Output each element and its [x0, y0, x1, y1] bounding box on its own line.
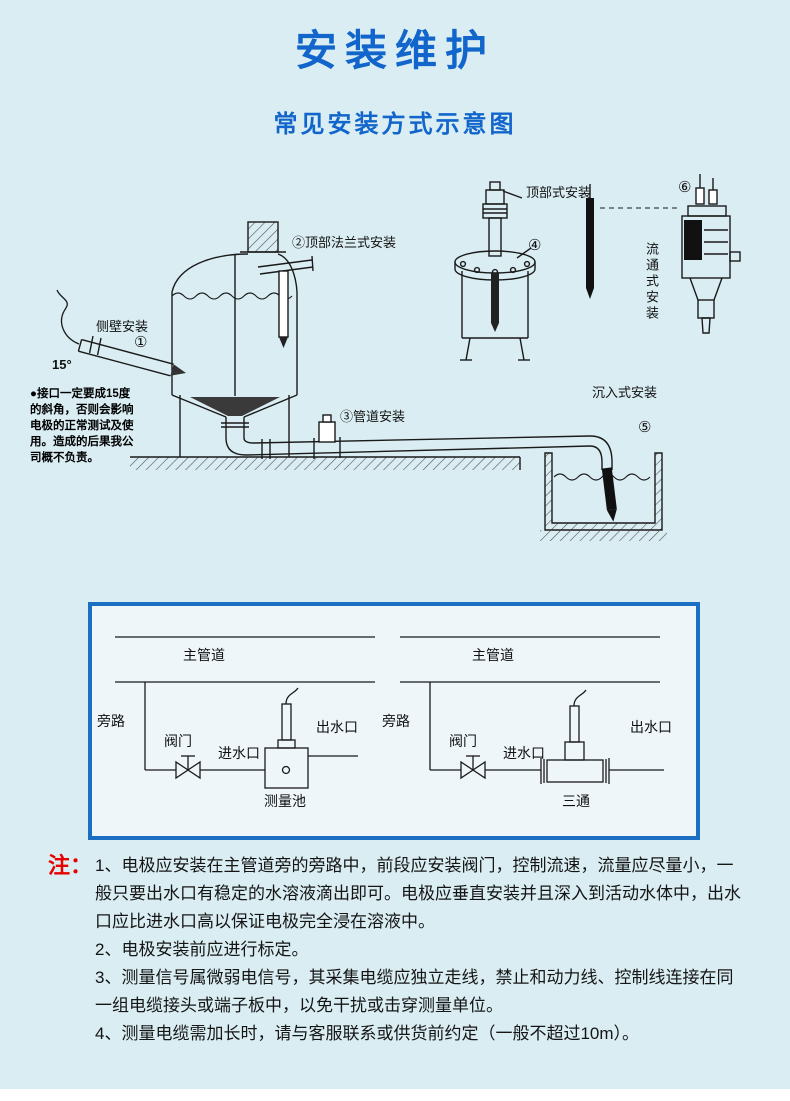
label-tee-joint: 三通 [562, 793, 590, 809]
installation-methods-diagram: 侧壁安装 ① 15° ②顶部法兰式安装 ③管道安装 顶部式安装 ④ 沉入式安装 … [0, 170, 790, 590]
note-item-4: 4、测量电缆需加长时，请与客服联系或供货前约定（一般不超过10m）。 [95, 1024, 640, 1043]
label-measuring-pool: 测量池 [264, 793, 306, 809]
side-wall-electrode [56, 289, 186, 377]
schematic-tee [400, 636, 664, 784]
label-flow-cell-install: 流通式安装 [644, 242, 659, 322]
note-item-3: 3、测量信号属微弱电信号，其采集电缆应独立走线，禁止和动力线、控制线连接在同一组… [95, 968, 734, 1015]
pipeline-run [221, 417, 613, 470]
label-inlet-left: 进水口 [218, 745, 260, 761]
label-bypass-left: 旁路 [97, 713, 125, 729]
angle-warning-note: ●接口一定要成15度的斜角，否则会影响电极的正常测试及使用。造成的后果我公司概不… [30, 388, 134, 465]
schematic-measuring-vessel [115, 636, 375, 789]
pipeline-electrode-fitting [318, 414, 336, 443]
notes-heading: 注： [48, 853, 93, 878]
label-inlet-right: 进水口 [503, 745, 545, 761]
label-15-degree-angle: 15° [52, 357, 72, 372]
top-mount-vessel [454, 181, 536, 361]
submersion-pool [540, 452, 667, 541]
badge-number-6: ⑥ [678, 179, 692, 196]
label-outlet-left: 出水口 [316, 719, 358, 735]
label-top-mount-install: 顶部式安装 [526, 185, 592, 200]
label-bypass-right: 旁路 [382, 713, 410, 729]
ground-hatching [130, 456, 521, 470]
label-main-pipe-left: 主管道 [183, 647, 225, 663]
badge-number-4: ④ [528, 237, 542, 254]
note-item-2: 2、电极安装前应进行标定。 [95, 940, 309, 959]
badge-number-1: ① [134, 334, 148, 351]
label-submersible-install: 沉入式安装 [592, 385, 658, 400]
label-valve-left: 阀门 [164, 733, 192, 749]
top-flange-electrode [257, 255, 314, 348]
label-outlet-right: 出水口 [630, 719, 672, 735]
installation-notes: 注： 1、电极应安装在主管道旁的旁路中，前段应安装阀门，控制流速，流量应尽量小，… [48, 852, 754, 1048]
note-item-1: 1、电极应安装在主管道旁的旁路中，前段应安装阀门，控制流速，流量应尽量小，一般只… [95, 856, 741, 931]
hanging-electrode [586, 184, 594, 299]
label-main-pipe-right: 主管道 [472, 647, 514, 663]
label-top-flange-install: ②顶部法兰式安装 [292, 235, 397, 250]
piping-schematics-art [115, 636, 664, 789]
piping-schematics-box: 主管道 旁路 阀门 进水口 出水口 测量池 主管道 旁路 阀门 进水口 出水口 … [88, 602, 700, 840]
label-pipeline-install: ③管道安装 [340, 409, 406, 424]
page-subtitle: 常见安装方式示意图 [273, 111, 517, 138]
badge-number-5: ⑤ [638, 419, 652, 436]
label-valve-right: 阀门 [449, 733, 477, 749]
flow-cell [681, 174, 741, 334]
label-side-wall-install: 侧壁安装 [96, 319, 149, 334]
reaction-tank [171, 221, 298, 457]
installation-diagram-art [56, 174, 741, 541]
page-title: 安装维护 [294, 27, 495, 74]
page-bottom-edge [0, 1089, 790, 1101]
notes-list: 1、电极应安装在主管道旁的旁路中，前段应安装阀门，控制流速，流量应尽量小，一般只… [95, 852, 745, 1048]
